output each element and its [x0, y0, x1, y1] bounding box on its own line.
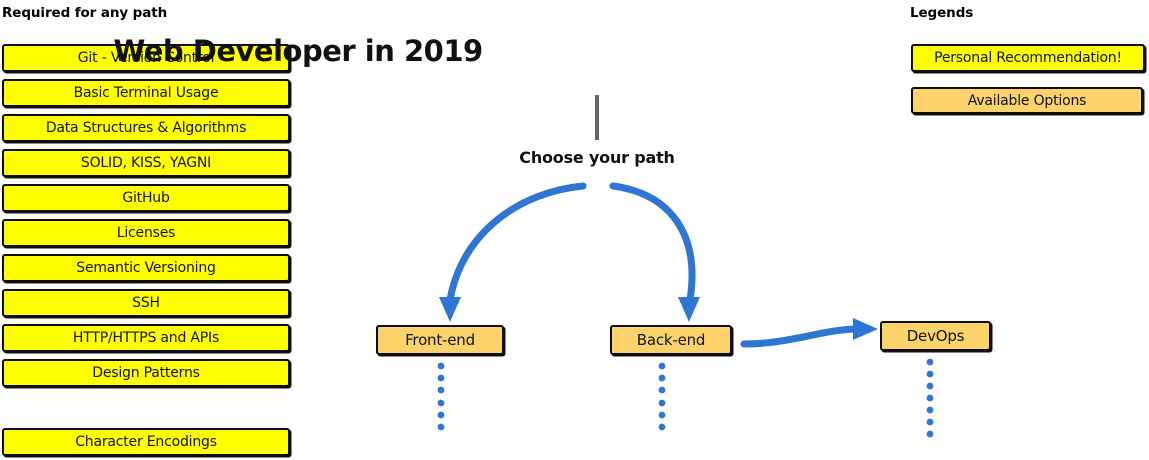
vertical-dots-icon-front-end: [437, 362, 445, 431]
curved-arrow-down-right-icon: [609, 182, 700, 322]
legend-label: Personal Recommendation!: [934, 50, 1122, 66]
legends-section-heading: Legends: [910, 5, 974, 21]
required-item-label: Character Encodings: [75, 434, 217, 450]
required-item-label: Data Structures & Algorithms: [45, 120, 247, 136]
required-item-git-version-control[interactable]: Git - Version Control: [2, 44, 290, 72]
required-item-label: Design Patterns: [92, 365, 200, 381]
vertical-dots-icon-devops: [926, 358, 934, 438]
required-item-label: Semantic Versioning: [76, 260, 216, 276]
required-item-semantic-versioning[interactable]: Semantic Versioning: [2, 254, 290, 282]
required-item-label: Git - Version Control: [77, 50, 215, 66]
required-item-label: HTTP/HTTPS and APIs: [72, 330, 220, 346]
required-item-label: Basic Terminal Usage: [73, 85, 219, 101]
path-box-back-end[interactable]: Back-end: [610, 325, 732, 355]
required-item-label: SOLID, KISS, YAGNI: [80, 155, 212, 171]
legend-available-options: Available Options: [911, 87, 1143, 114]
vertical-dots-icon-back-end: [658, 362, 666, 431]
required-item-data-structures-algorithms[interactable]: Data Structures & Algorithms: [2, 114, 290, 142]
required-item-basic-terminal-usage[interactable]: Basic Terminal Usage: [2, 79, 290, 107]
legend-personal-recommendation: Personal Recommendation!: [911, 44, 1145, 72]
required-item-label: GitHub: [122, 190, 170, 206]
path-box-label: Front-end: [405, 330, 475, 349]
required-item-character-encodings[interactable]: Character Encodings: [2, 428, 290, 456]
required-item-design-patterns[interactable]: Design Patterns: [2, 359, 290, 387]
path-box-label: Back-end: [636, 330, 706, 349]
required-item-licenses[interactable]: Licenses: [2, 219, 290, 247]
required-section-heading: Required for any path: [2, 5, 168, 21]
path-box-devops[interactable]: DevOps: [880, 321, 991, 351]
choose-your-path-label: Choose your path: [519, 148, 675, 167]
curved-arrow-right-icon: [740, 318, 878, 348]
required-item-github[interactable]: GitHub: [2, 184, 290, 212]
required-item-label: Licenses: [116, 225, 176, 241]
required-item-label: SSH: [132, 295, 160, 311]
curved-arrow-down-left-icon: [439, 182, 587, 322]
path-box-label: DevOps: [906, 326, 965, 345]
required-item-ssh[interactable]: SSH: [2, 289, 290, 317]
legend-label: Available Options: [967, 92, 1087, 109]
path-box-front-end[interactable]: Front-end: [376, 325, 504, 355]
required-item-solid-kiss-yagni[interactable]: SOLID, KISS, YAGNI: [2, 149, 290, 177]
required-item-http-https-and-apis[interactable]: HTTP/HTTPS and APIs: [2, 324, 290, 352]
